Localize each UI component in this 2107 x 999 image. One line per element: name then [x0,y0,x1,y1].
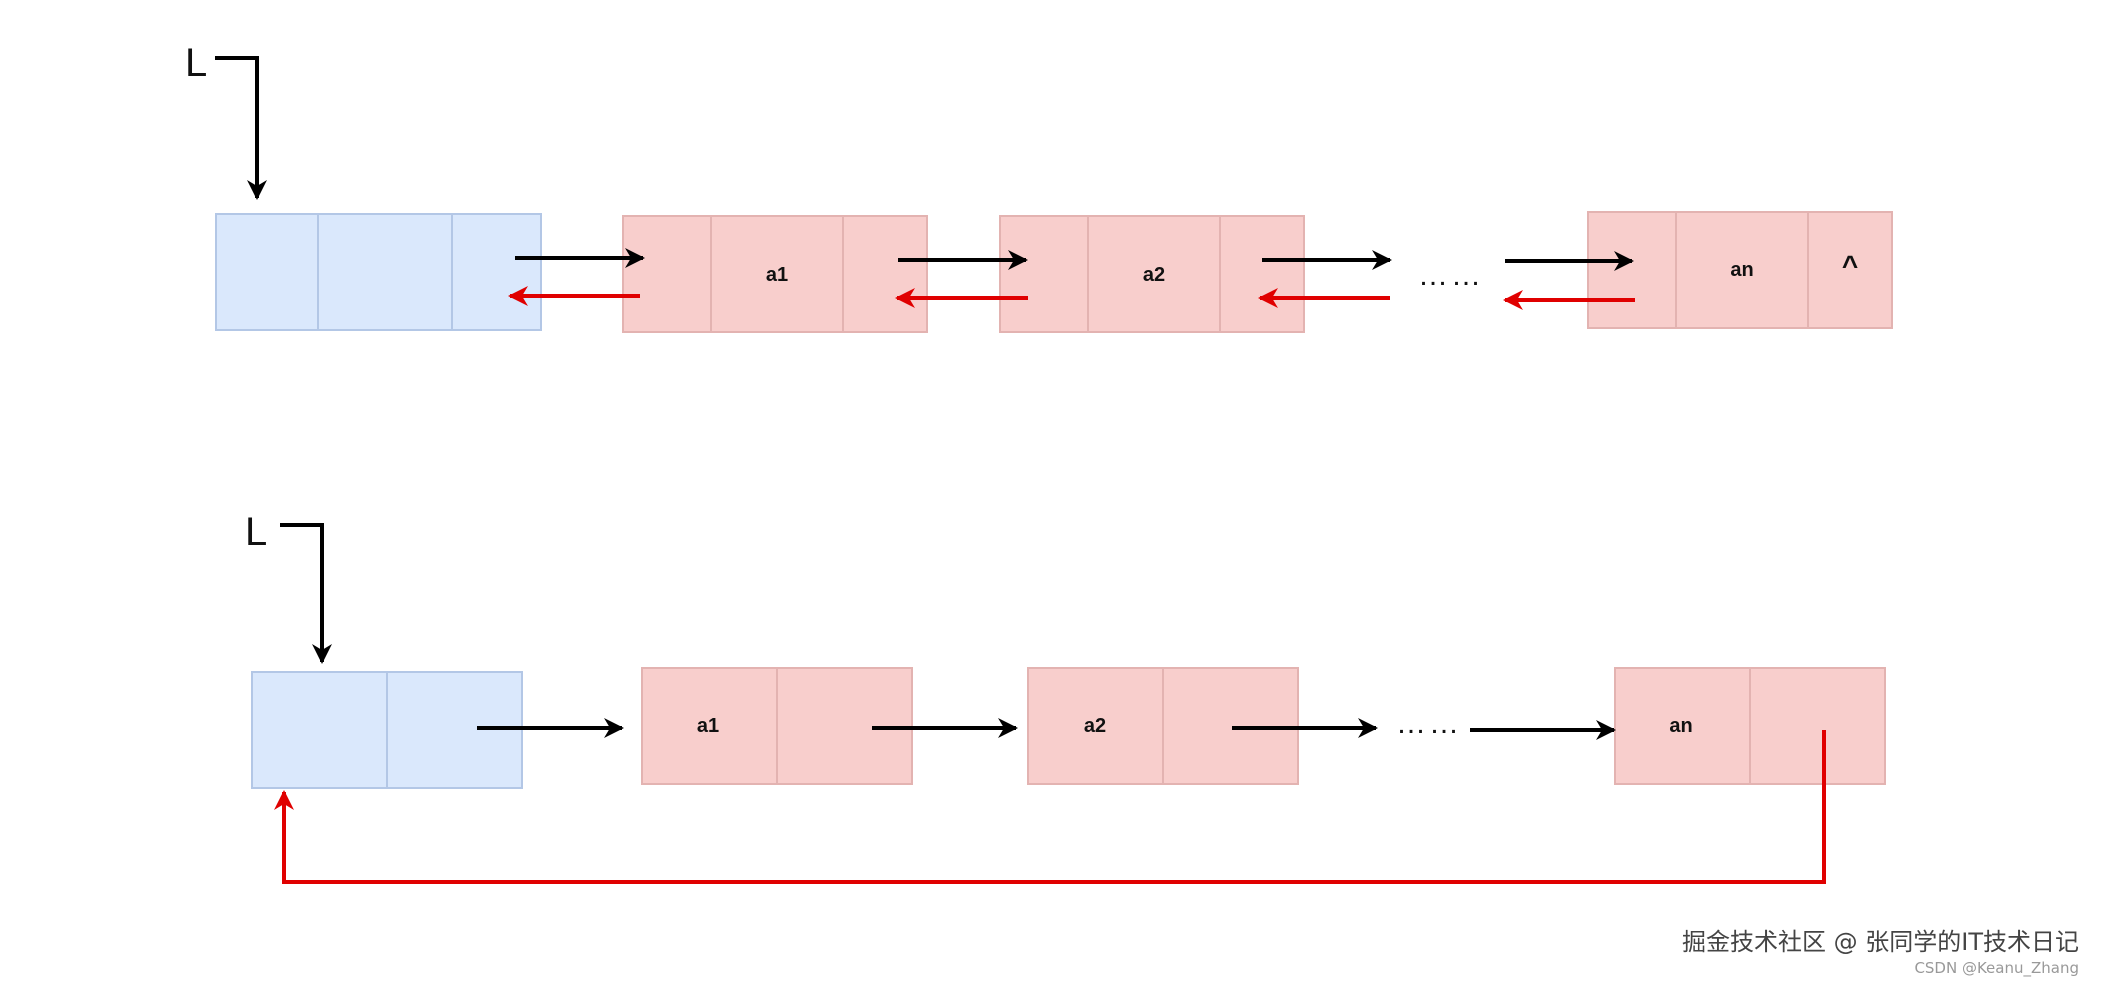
list-node-a2: a2 [999,215,1305,333]
node-box [999,215,1305,333]
node-label: a1 [697,715,719,737]
list-node-an: an ^ [1587,211,1893,329]
node-box [622,215,928,333]
head-node-box [215,213,542,331]
list-node-an: an [1614,667,1886,785]
head-pointer-label: L [185,41,207,85]
watermark-main: 掘金技术社区 @ 张同学的IT技术日记 [1682,928,2079,956]
watermark: 掘金技术社区 @ 张同学的IT技术日记 CSDN @Keanu_Zhang [1682,922,2079,977]
list-node-a1: a1 [641,667,913,785]
node-label: a1 [766,264,788,286]
head-pointer-arrow [215,56,267,200]
doubly-linked-list: L a1 a2 …… an ^ [185,41,1893,333]
node-box [1587,211,1893,329]
list-node-a1: a1 [622,215,928,333]
head-pointer-arrow [280,523,332,664]
head-node [215,213,542,331]
null-pointer-symbol: ^ [1842,250,1858,281]
circular-linked-list: L a1 a2 …… an [245,510,1886,884]
node-label: an [1669,715,1692,737]
node-label: an [1730,259,1753,281]
circular-return-arrow-icon [274,730,1826,884]
ellipsis: …… [1418,259,1484,292]
watermark-sub: CSDN @Keanu_Zhang [1914,959,2079,977]
head-pointer-label: L [245,510,267,554]
ellipsis: …… [1396,707,1462,740]
node-label: a2 [1084,715,1106,737]
node-label: a2 [1143,264,1165,286]
